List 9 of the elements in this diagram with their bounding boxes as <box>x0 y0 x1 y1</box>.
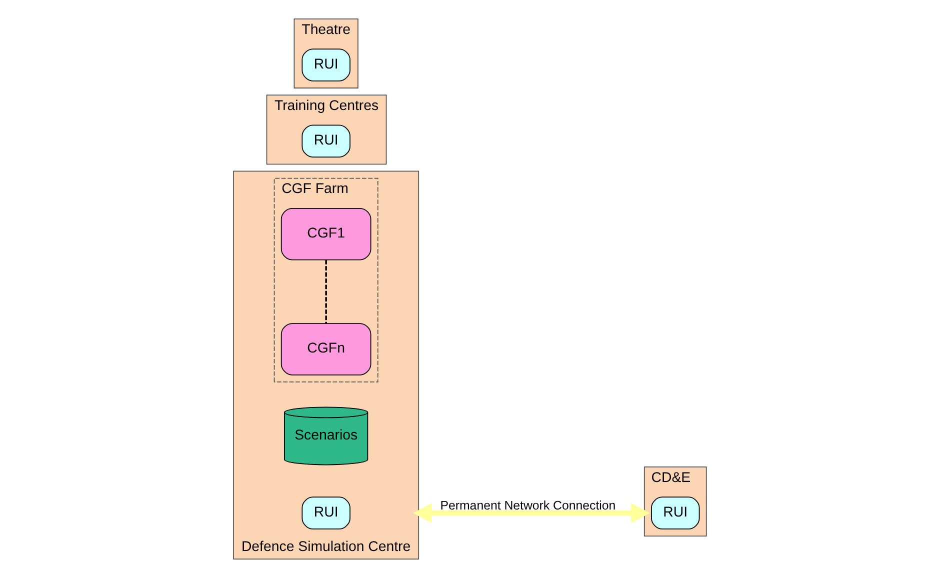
edge-label: Permanent Network Connection <box>440 498 616 513</box>
node-box: RUI <box>302 124 350 158</box>
connector <box>325 260 327 324</box>
node-box: RUI <box>651 496 700 530</box>
node-box: RUI <box>302 496 350 530</box>
node-box: RUI <box>302 48 350 82</box>
arrow <box>412 503 650 523</box>
node-box: CGFn <box>280 323 372 376</box>
node-box: CGF1 <box>280 208 372 260</box>
